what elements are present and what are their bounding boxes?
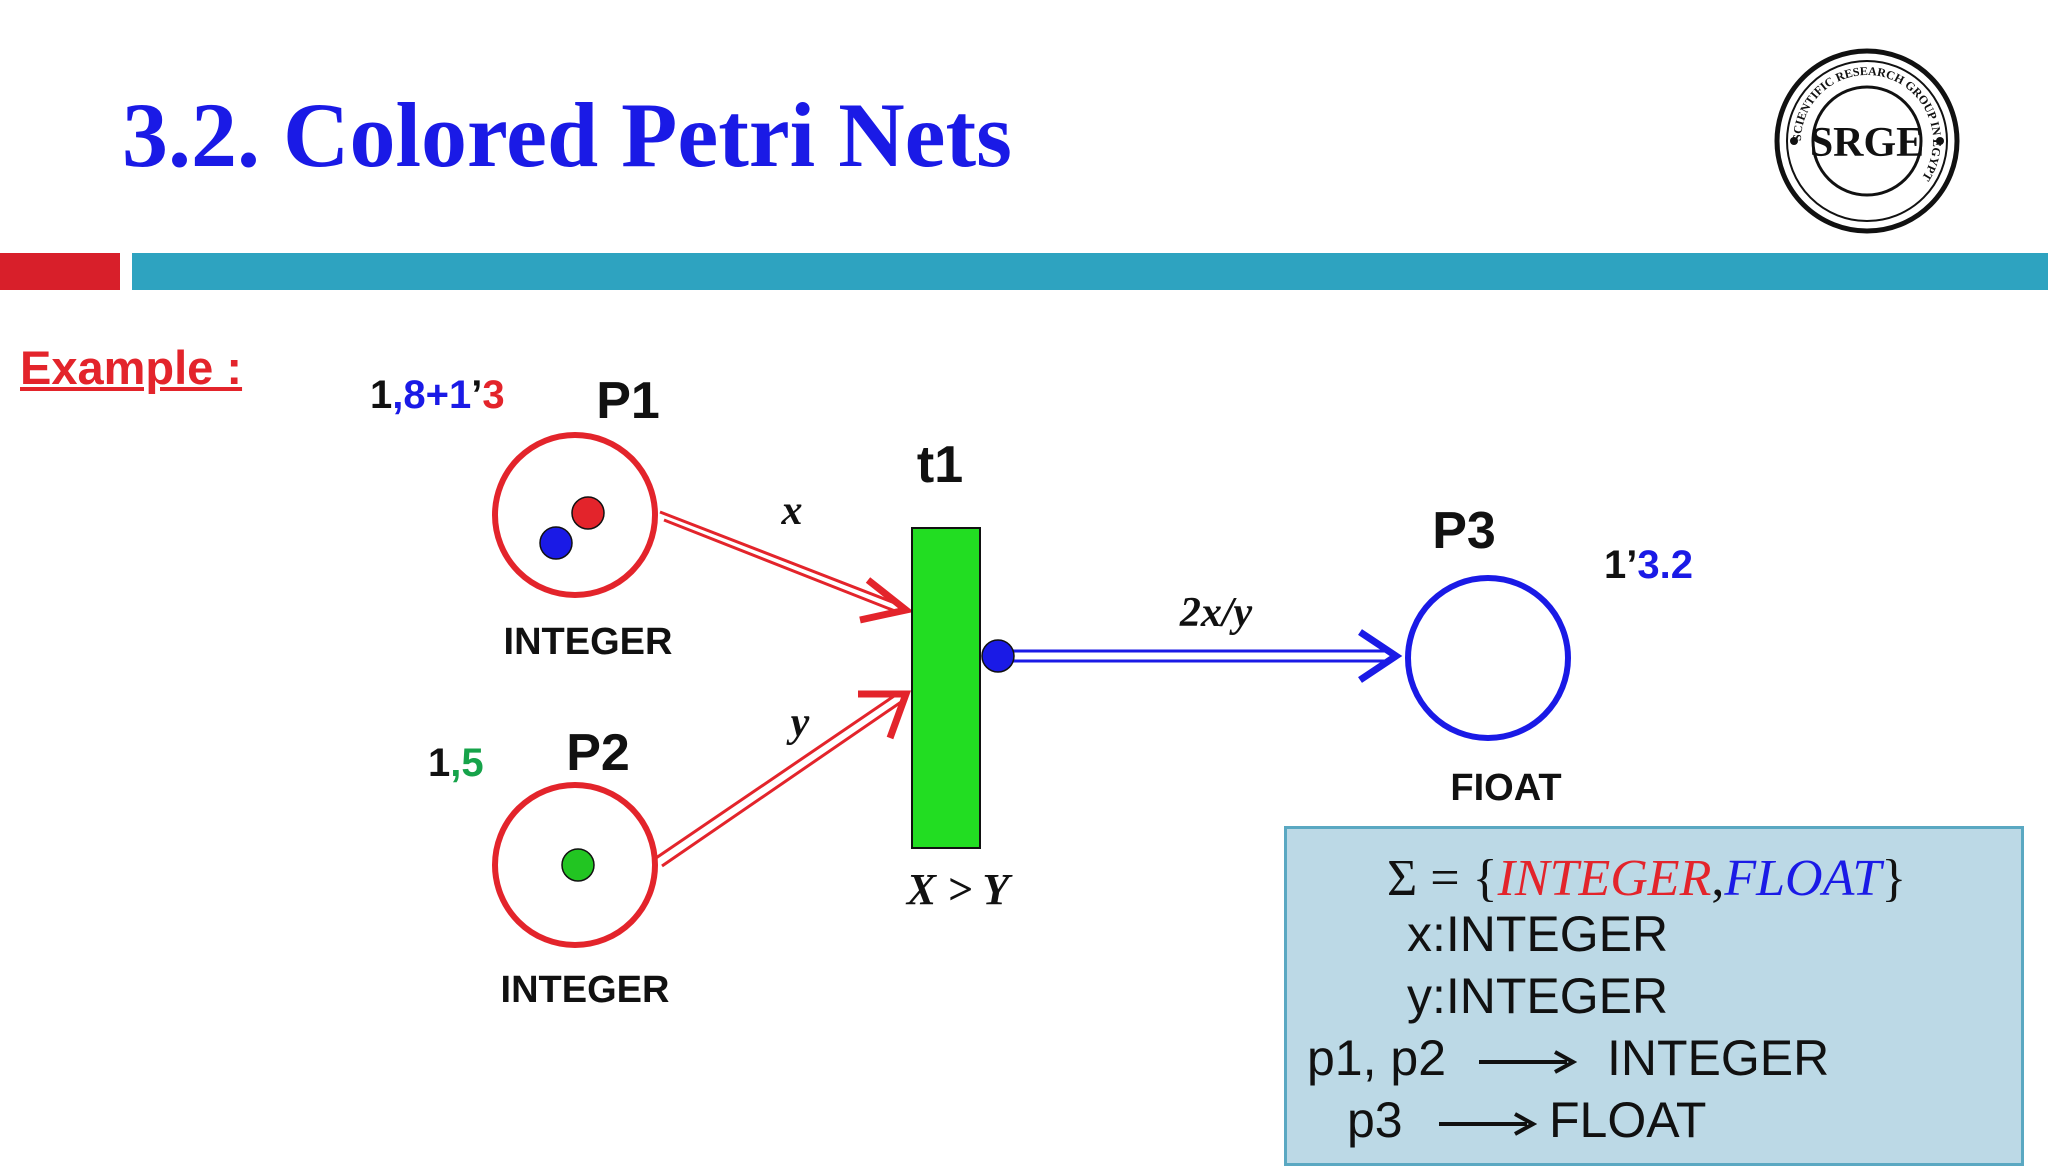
token-p1-red [571, 496, 605, 530]
color-set-declaration: Σ = {INTEGER,FLOAT} [1387, 849, 1906, 908]
place-p2-label: P2 [566, 724, 630, 782]
p1-p2-mapping-right: INTEGER [1607, 1030, 1830, 1086]
place-p1-marking: 1,8+1’3 [370, 373, 505, 417]
transition-t1-guard: X > Y [905, 865, 1014, 914]
var-x-declaration: x:INTEGER [1407, 906, 1669, 962]
sigma-suffix: } [1881, 850, 1907, 907]
transition-t1-output-token [981, 639, 1015, 673]
logo-text: SRGE [1810, 120, 1924, 166]
header-bar-accent [0, 253, 120, 290]
arc-p1-t1 [659, 510, 914, 624]
declarations-box: Σ = {INTEGER,FLOAT} x:INTEGER y:INTEGER … [1284, 826, 2024, 1166]
arc-p2-t1 [655, 690, 911, 868]
slide-title: 3.2. Colored Petri Nets [122, 84, 1012, 186]
token-p1-blue [539, 526, 573, 560]
arc-p1-t1-label: x [781, 488, 803, 534]
place-p1-label: P1 [596, 372, 660, 430]
example-label: Example : [20, 341, 243, 394]
var-y-declaration: y:INTEGER [1407, 968, 1669, 1024]
p3-mapping-left: p3 [1347, 1092, 1403, 1148]
p1-p2-mapping-left: p1, p2 [1307, 1030, 1447, 1086]
sigma-type-integer: INTEGER [1497, 850, 1712, 907]
transition-t1-label: t1 [917, 436, 963, 494]
arrow-right-icon [1439, 1112, 1537, 1136]
place-p3-label: P3 [1432, 502, 1496, 560]
arc-t1-p3-label: 2x/y [1179, 590, 1253, 636]
p3-mapping-right: FLOAT [1549, 1092, 1707, 1148]
place-p1-type: INTEGER [504, 621, 673, 663]
place-p3-marking: 1’3.2 [1604, 543, 1693, 587]
transition-t1 [911, 527, 981, 849]
place-p2-type: INTEGER [501, 969, 670, 1011]
sigma-separator: , [1711, 850, 1725, 907]
token-p2-green [561, 848, 595, 882]
place-p3-type: FIOAT [1450, 767, 1561, 809]
arc-t1-p3 [1012, 629, 1403, 683]
arc-p2-t1-label: y [786, 700, 810, 746]
sigma-type-float: FLOAT [1724, 850, 1882, 907]
srge-logo: SCIENTIFIC RESEARCH GROUP IN EGYPT SRGE [1774, 48, 1960, 234]
arrow-right-icon [1479, 1050, 1577, 1074]
place-p2-marking: 1,5 [428, 741, 484, 785]
sigma-prefix: Σ = { [1387, 850, 1498, 907]
header-bar [132, 253, 2048, 290]
place-p3 [1405, 575, 1571, 741]
